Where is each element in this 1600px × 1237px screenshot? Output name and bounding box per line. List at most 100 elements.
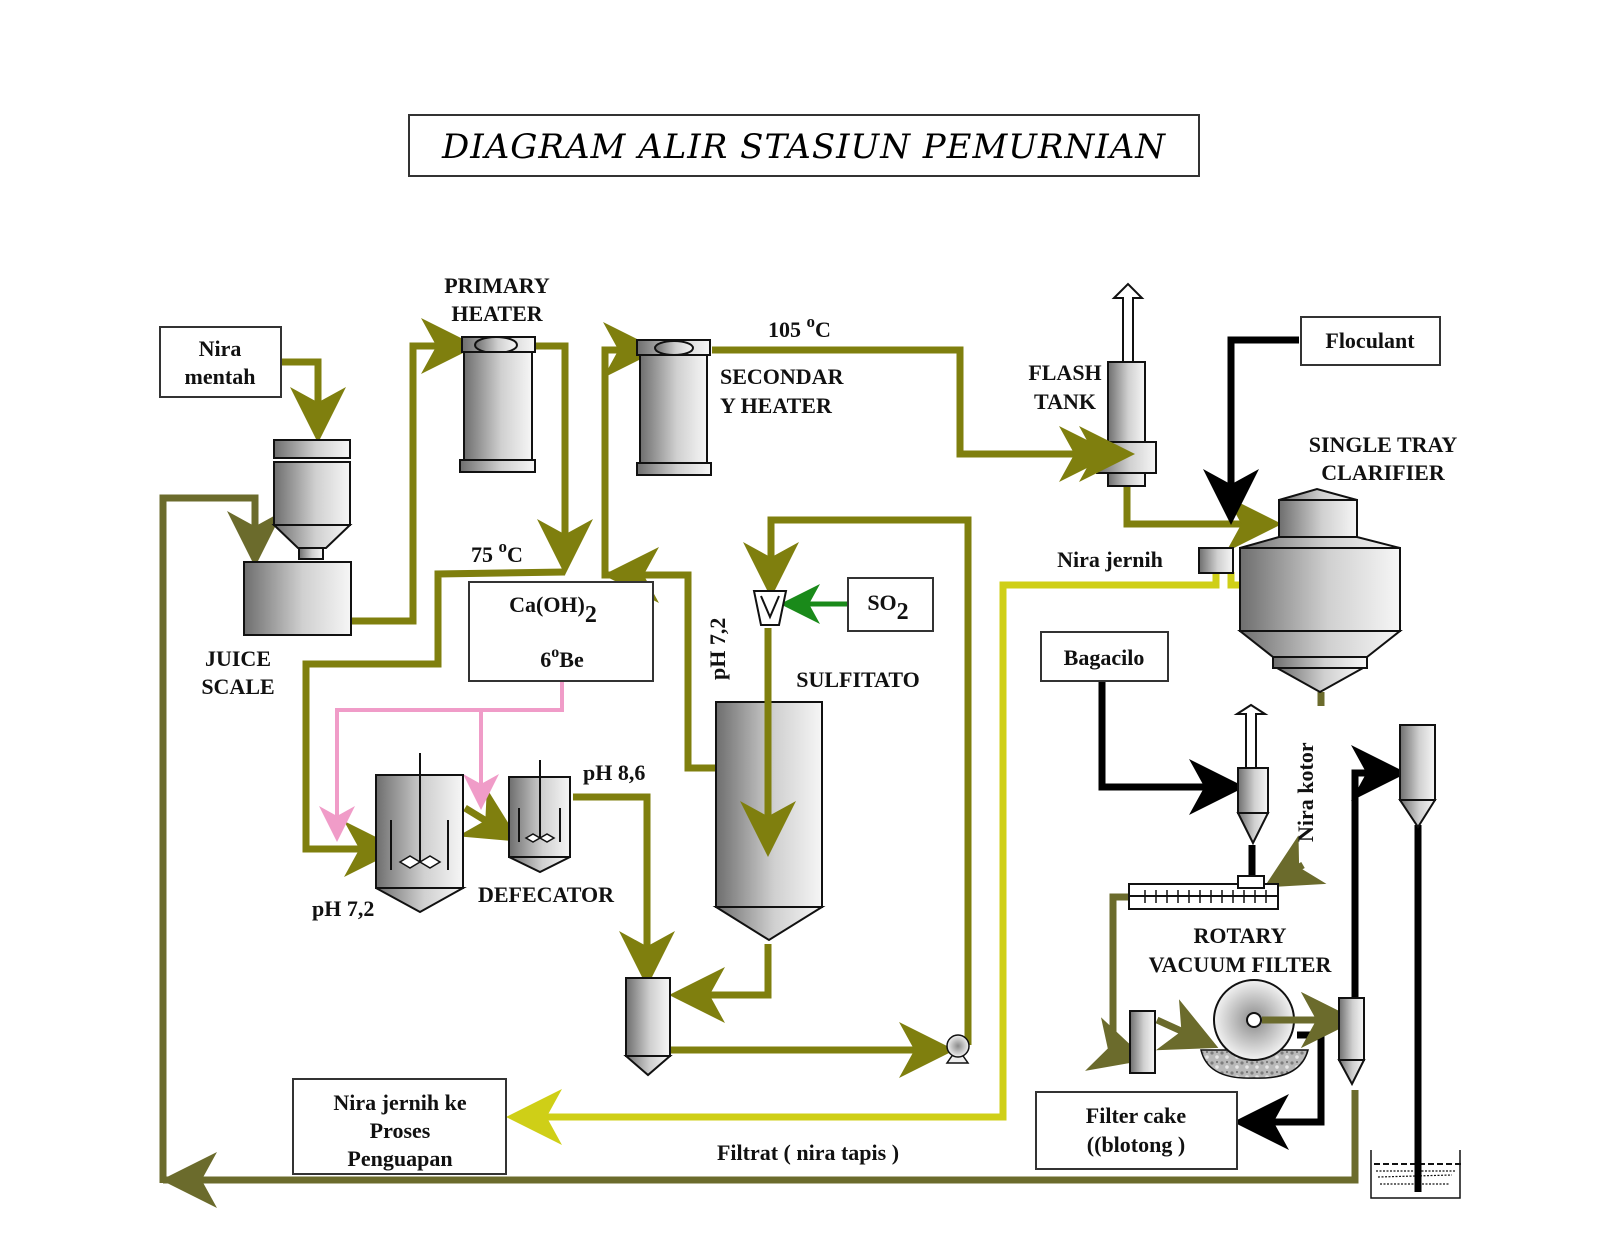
- pipe-filtrate-to-juice-scale: [159, 494, 283, 1183]
- filter-cake-line2: ((blotong ): [1087, 1132, 1185, 1157]
- temp-75-label: 75 oC: [471, 537, 523, 567]
- secondary-heater-label-1: SECONDAR: [720, 364, 845, 389]
- so2-main: SO: [867, 590, 896, 615]
- title-box: DIAGRAM ALIR STASIUN PEMURNIAN: [408, 114, 1200, 177]
- mixer-body: [1237, 767, 1269, 814]
- bagacilo-box: Bagacilo: [1040, 631, 1169, 682]
- pipe-primary-heater-out: [533, 342, 593, 575]
- secondary-heater: [636, 339, 712, 476]
- secondary-heater-shell: [639, 354, 708, 464]
- pipe-pump-to-sulfitato: [743, 516, 972, 1045]
- separator-body: [1338, 997, 1365, 1061]
- feed-tank: [1129, 1010, 1156, 1074]
- baume-unit: Be: [559, 647, 584, 672]
- temp-105-num: 105: [768, 317, 807, 342]
- nira-mentah-frame: [159, 326, 282, 398]
- baume-number: 6: [540, 647, 551, 672]
- juice-scale-hopper: [273, 461, 351, 526]
- caoh2-box: Ca(OH)2 6oBe: [468, 581, 654, 682]
- primary-heater-port: [474, 336, 518, 354]
- title-frame: [408, 114, 1200, 177]
- secondary-heater-port: [654, 340, 694, 356]
- rotary-drum: [1200, 979, 1309, 1079]
- temp-75-degree: o: [499, 537, 508, 556]
- settling-vessel-cone: [623, 1055, 673, 1077]
- caoh2-main: Ca(OH): [509, 592, 585, 617]
- juice-scale-lid: [273, 439, 351, 459]
- pipe-defecator-out: [573, 793, 675, 987]
- defecator-1-impeller: [398, 855, 442, 869]
- pump-icon: [946, 1034, 970, 1058]
- pipe-to-primary-heater: [352, 318, 477, 625]
- filter-trough-inlet: [1237, 875, 1265, 889]
- condenser-cone: [1398, 799, 1437, 829]
- defecator-2-cone: [508, 856, 571, 874]
- clarifier-overflow-box: [1198, 547, 1234, 574]
- condenser: [1398, 724, 1437, 829]
- defecator-label: DEFECATOR: [478, 882, 615, 907]
- so2-formula: SO2: [867, 590, 908, 625]
- pipe-tank-to-drum: [1155, 999, 1219, 1051]
- flash-tank-vent-arrow-icon: [1111, 282, 1145, 363]
- clarifier-label-2: CLARIFIER: [1321, 460, 1446, 485]
- sulfitato-cone: [712, 906, 826, 942]
- pipe-sulfitato-out: [669, 944, 772, 1023]
- juice-scale-outlet: [298, 547, 324, 560]
- clarifier-ring: [1272, 656, 1368, 669]
- clarifier-shoulder: [1239, 536, 1401, 549]
- mixer-vent-arrow-icon: [1233, 703, 1269, 769]
- nira-jernih-ke-line1: Nira jernih ke: [333, 1090, 466, 1115]
- clarifier-top-cone: [1278, 487, 1358, 501]
- flash-tank-bottom: [1107, 472, 1146, 487]
- floculant-label: Floculant: [1325, 328, 1415, 353]
- so2-frame: [847, 577, 934, 632]
- nira-mentah-box: Nira mentah: [159, 326, 282, 398]
- pipe-lime-main: [319, 681, 564, 842]
- pipe-filtrate-return: [163, 1090, 1359, 1184]
- juice-scale-cone: [271, 524, 353, 549]
- juice-scale-label-1: JUICE: [205, 646, 271, 671]
- settling-vessel: [623, 977, 673, 1077]
- valve-v-icon: [760, 595, 780, 620]
- pipe-floculant: [1203, 336, 1299, 525]
- pipe-clear-juice: [506, 572, 1220, 1145]
- seal-tank-water-2: [1377, 1174, 1453, 1178]
- defecator-2: [508, 760, 571, 874]
- flash-tank-label-1: FLASH: [1028, 360, 1101, 385]
- nira-mentah-line1: Nira: [199, 336, 242, 361]
- pipe-trough-to-tank: [1085, 893, 1147, 1071]
- temp-75-num: 75: [471, 542, 499, 567]
- pipe-nira-kotor: [1263, 835, 1327, 888]
- clarifier-lower-cone: [1237, 630, 1403, 658]
- clarifier-body: [1239, 547, 1401, 632]
- nira-jernih-ke-line2: Proses: [370, 1118, 431, 1143]
- nira-jernih-label: Nira jernih: [1057, 547, 1163, 572]
- so2-subscript: 2: [897, 599, 909, 625]
- filtrat-label: Filtrat ( nira tapis ): [717, 1140, 899, 1165]
- temp-75-unit: C: [507, 542, 523, 567]
- caoh2-formula: Ca(OH)2: [509, 592, 597, 628]
- defecator-1-cone: [375, 887, 467, 914]
- secondary-heater-base: [636, 462, 712, 476]
- pipe-vacuum-line: [1351, 745, 1407, 1010]
- mixer-cone: [1236, 812, 1270, 846]
- temp-105-unit: C: [815, 317, 831, 342]
- flash-tank-body: [1107, 361, 1146, 443]
- bagacilo-mixer: [1233, 703, 1270, 846]
- pipe-to-clarifier: [1123, 485, 1282, 552]
- clarifier-bottom-cone: [1273, 667, 1367, 694]
- condenser-body: [1399, 724, 1436, 801]
- floculant-box: Floculant: [1300, 316, 1441, 366]
- nira-mentah-line2: mentah: [185, 364, 256, 389]
- so2-box: SO2: [847, 577, 934, 632]
- clarifier-label-1: SINGLE TRAY: [1309, 432, 1458, 457]
- defecator-1: [375, 753, 467, 914]
- filter-trough-ticks: [1144, 890, 1267, 903]
- caoh2-concentration: 6oBe: [540, 644, 584, 672]
- diagram-title: DIAGRAM ALIR STASIUN PEMURNIAN: [441, 127, 1166, 167]
- filter-cake-line1: Filter cake: [1086, 1103, 1187, 1128]
- separator-cone: [1337, 1059, 1366, 1087]
- nira-jernih-ke-frame: [292, 1078, 507, 1175]
- pipe-raw-juice: [275, 358, 346, 443]
